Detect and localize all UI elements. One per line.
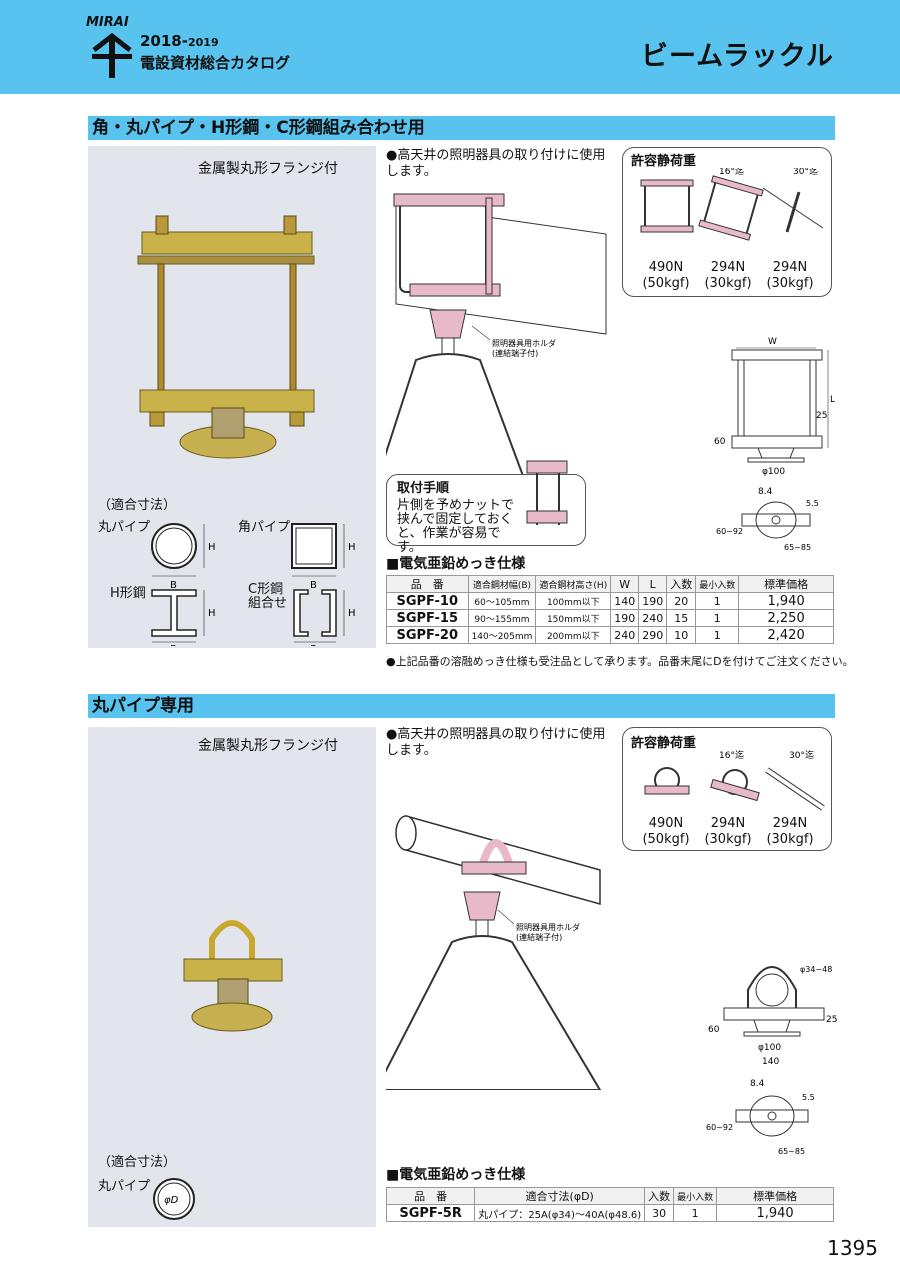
svg-text:φ34~48: φ34~48 [800, 965, 832, 974]
svg-text:H: H [208, 542, 216, 553]
section1-load-diagrams: 16°迄 30°迄 [640, 168, 824, 241]
fit-c-beam-label: C形鋼 [248, 582, 284, 597]
fit-square-pipe-label: 角パイプ [238, 520, 291, 535]
svg-text:140: 140 [762, 1057, 779, 1067]
section1-photo-panel: 金属製丸形フランジ付 （適合寸法） 丸パイプ 角パイプ H形鋼 C形鋼 組合せ … [88, 146, 376, 648]
section1-note: ●上記品番の溶融めっき仕様も受注品として承ります。品番末尾にDを付けてご注文くだ… [386, 655, 854, 668]
section2-spec-table: 品 番 適合寸法(φD) 入数 最小入数 標準価格 SGPF-5R 丸パイプ：2… [385, 1187, 834, 1222]
svg-text:(連結端子付): (連結端子付) [516, 932, 562, 942]
svg-text:25: 25 [816, 411, 827, 421]
svg-text:W: W [768, 337, 777, 347]
catalog-header: MIRAI 2018-2019 電設資材総合カタログ ビームラックル [0, 0, 900, 94]
section1-title: 角・丸パイプ・H形鋼・C形鋼組み合わせ用 [88, 116, 835, 140]
svg-text:5.5: 5.5 [806, 499, 819, 508]
catalog-name: 電設資材総合カタログ [140, 54, 291, 72]
svg-text:8.4: 8.4 [758, 487, 773, 497]
svg-text:照明器具用ホルダ: 照明器具用ホルダ [492, 338, 556, 348]
section2-photo-panel: 金属製丸形フランジ付 （適合寸法） 丸パイプ φD [88, 727, 376, 1227]
section1-spec-title: ■電気亜鉛めっき仕様 [386, 556, 526, 572]
section1-load-2: 294N(30kgf) [704, 260, 752, 291]
svg-text:30°迄: 30°迄 [789, 750, 814, 761]
section2-load-1: 490N(50kgf) [642, 816, 690, 847]
fit-h-beam-label: H形鋼 [110, 586, 146, 601]
section1-dimension-drawing: W L 25 60 φ100 8.4 5.5 60~92 65~85 [714, 337, 835, 552]
svg-text:φ100: φ100 [762, 467, 785, 477]
svg-text:照明器具用ホルダ: 照明器具用ホルダ [516, 922, 580, 932]
section2-dimension-drawing: φ34~48 25 60 φ100 140 8.4 5.5 60~92 65~8… [706, 965, 837, 1156]
svg-text:16°迄: 16°迄 [719, 750, 744, 761]
svg-text:φD: φD [164, 1195, 179, 1206]
svg-text:60~92: 60~92 [706, 1123, 733, 1132]
svg-text:B: B [310, 644, 317, 646]
svg-text:B: B [310, 580, 317, 591]
section2-load-box: 許容静荷重 16°迄 30°迄 490N(50kgf) 294N(30kgf) … [622, 727, 832, 851]
table-header-row: 品 番 適合寸法(φD) 入数 最小入数 標準価格 [385, 1187, 834, 1205]
svg-text:φ100: φ100 [758, 1043, 781, 1053]
fit-combo-label: 組合せ [248, 596, 288, 611]
section1-load-3: 294N(30kgf) [766, 260, 814, 291]
procedure-box: 取付手順 片側を予めナットで挟んで固定しておくと、作業が容易です。 [386, 460, 586, 555]
page-number: 1395 [827, 1236, 878, 1260]
section2-spec-title: ■電気亜鉛めっき仕様 [386, 1167, 526, 1183]
svg-text:16°迄: 16°迄 [719, 168, 744, 177]
svg-text:(連結端子付): (連結端子付) [492, 348, 538, 358]
svg-text:60~92: 60~92 [716, 527, 743, 536]
fit-round-pipe-label: 丸パイプ [98, 520, 151, 535]
svg-text:H: H [208, 608, 216, 619]
section2-load-diagrams: 16°迄 30°迄 [644, 750, 825, 811]
fit-dimension-drawings: B B B B H H H H [151, 523, 356, 646]
brand-text: MIRAI [86, 15, 129, 30]
svg-text:65~85: 65~85 [784, 543, 811, 552]
svg-text:65~85: 65~85 [778, 1147, 805, 1156]
section2-fit-drawing: φD [153, 1178, 195, 1220]
svg-text:60: 60 [708, 1025, 720, 1035]
procedure-title: 取付手順 [397, 481, 450, 496]
svg-text:B: B [170, 644, 177, 646]
section1-spec-table: 品 番 適合鋼材幅(B) 適合鋼材高さ(H) W L 入数 最小入数 標準価格 … [386, 575, 834, 644]
section2-load-title: 許容静荷重 [631, 736, 697, 751]
section2-title: 丸パイプ専用 [88, 694, 835, 718]
procedure-illustration [526, 460, 568, 525]
section1-load-title: 許容静荷重 [631, 154, 697, 169]
table-row: SGPF-5R 丸パイプ：25A(φ34)～40A(φ48.6) 30 1 1,… [385, 1204, 834, 1222]
section2-usage-text: ●高天井の照明器具の取り付けに使用します。 [386, 727, 606, 758]
section1-photo-caption: 金属製丸形フランジ付 [198, 161, 338, 177]
section2-install-illustration: 照明器具用ホルダ (連結端子付) [386, 815, 602, 1090]
svg-text:H: H [348, 608, 356, 619]
table-header-row: 品 番 適合鋼材幅(B) 適合鋼材高さ(H) W L 入数 最小入数 標準価格 [386, 575, 834, 593]
section2-photo-caption: 金属製丸形フランジ付 [198, 738, 338, 754]
svg-text:60: 60 [714, 437, 726, 447]
svg-text:B: B [170, 580, 177, 591]
page-title: ビームラックル [640, 41, 834, 72]
round-pipe-clamp-product-image [183, 920, 283, 1032]
svg-text:L: L [830, 395, 835, 405]
svg-text:30°迄: 30°迄 [793, 168, 818, 177]
section2-load-2: 294N(30kgf) [704, 816, 752, 847]
mirai-logo-icon: MIRAI [86, 15, 132, 78]
section1-install-illustration: 照明器具用ホルダ (連結端子付) [386, 193, 607, 484]
section2-load-3: 294N(30kgf) [766, 816, 814, 847]
svg-text:25: 25 [826, 1015, 837, 1025]
svg-text:H: H [348, 542, 356, 553]
svg-text:5.5: 5.5 [802, 1093, 815, 1102]
section1-load-1: 490N(50kgf) [642, 260, 690, 291]
svg-text:8.4: 8.4 [750, 1079, 765, 1089]
section2-fit-title: （適合寸法） [98, 1155, 177, 1170]
section1-load-box: 許容静荷重 16°迄 30°迄 490N(50kgf) 294N(30kgf) … [622, 147, 832, 297]
catalog-year: 2018-2019 [140, 32, 219, 50]
section1-usage-text: ●高天井の照明器具の取り付けに使用します。 [386, 148, 606, 179]
section2-fit-item: 丸パイプ [98, 1179, 151, 1194]
beam-clamp-product-image [137, 215, 315, 459]
procedure-text: 片側を予めナットで挟んで固定しておくと、作業が容易です。 [397, 498, 515, 555]
section1-fit-title: （適合寸法） [98, 498, 177, 513]
